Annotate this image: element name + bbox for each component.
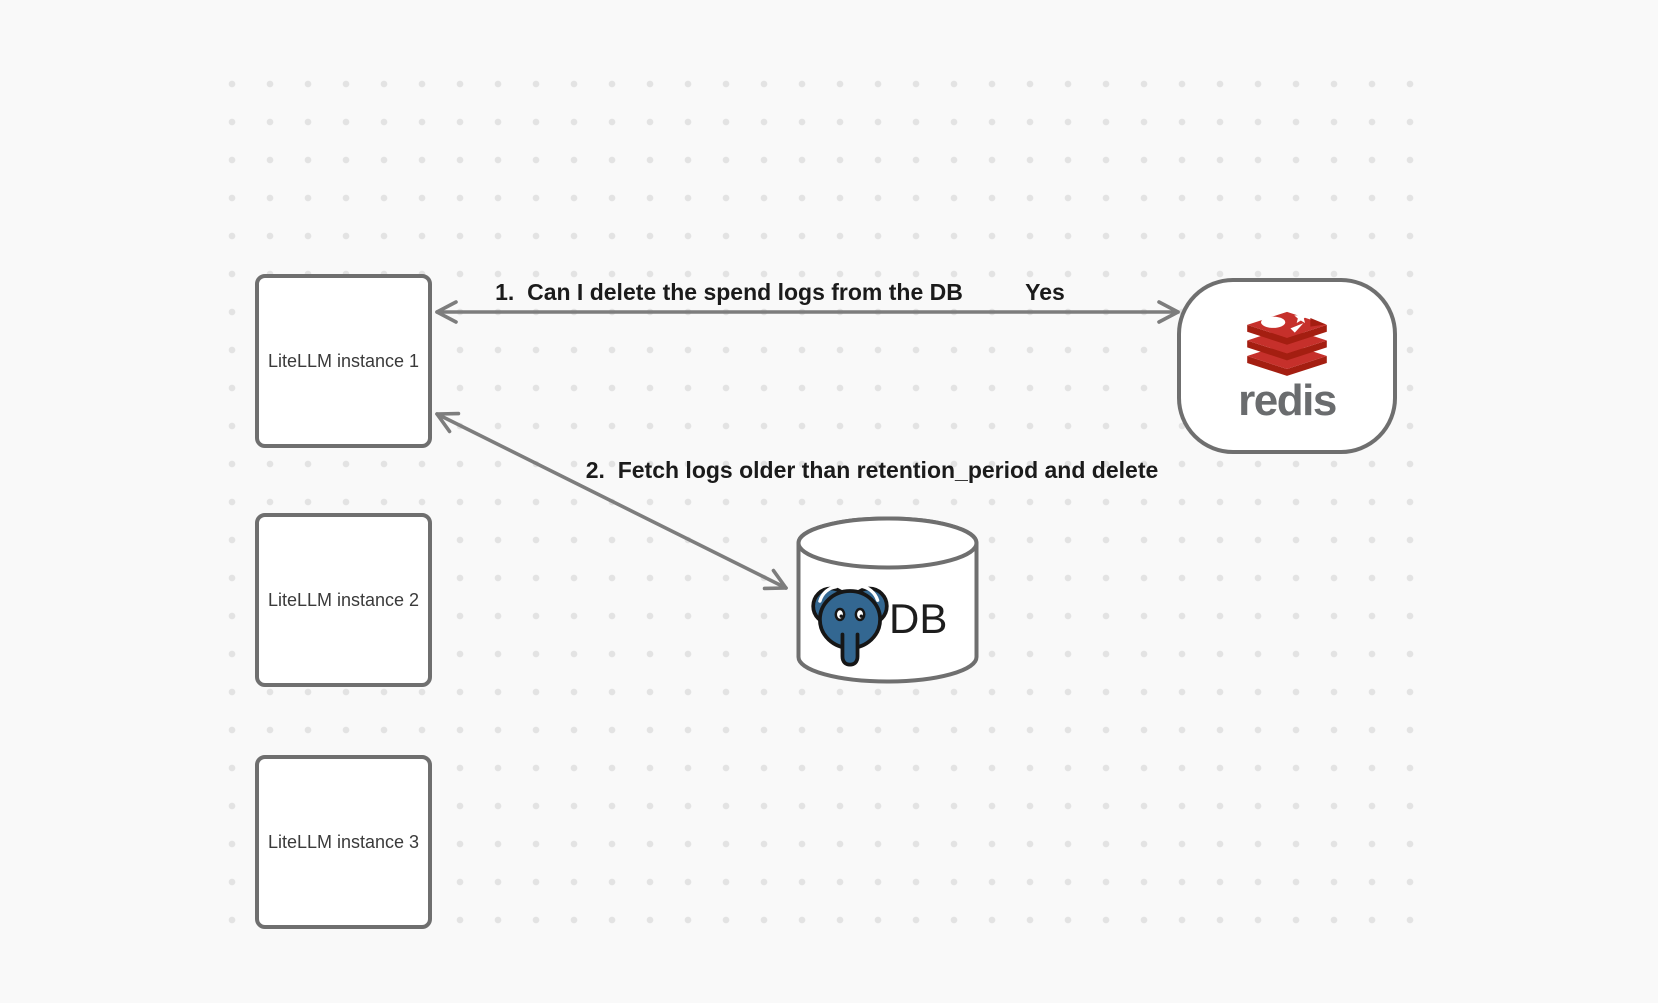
node-litellm-instance-2-label: LiteLLM instance 2 bbox=[267, 589, 420, 610]
db-label: DB bbox=[889, 595, 948, 642]
arrow-1-label: 1. Can I delete the spend logs from the … bbox=[495, 279, 963, 305]
redis-stack-icon bbox=[1247, 310, 1327, 376]
node-litellm-instance-2: LiteLLM instance 2 bbox=[255, 513, 432, 687]
node-litellm-instance-3: LiteLLM instance 3 bbox=[255, 755, 432, 929]
node-db-cylinder: DB bbox=[794, 514, 981, 686]
node-litellm-instance-3-label: LiteLLM instance 3 bbox=[267, 831, 420, 852]
postgresql-elephant-icon bbox=[811, 584, 889, 667]
arrow-2-label: 2. Fetch logs older than retention_perio… bbox=[585, 457, 1159, 483]
node-litellm-instance-1: LiteLLM instance 1 bbox=[255, 274, 432, 448]
node-litellm-instance-1-label: LiteLLM instance 1 bbox=[267, 350, 420, 371]
arrow-1-answer-label: Yes bbox=[1025, 279, 1065, 305]
redis-wordmark: redis bbox=[1238, 375, 1337, 425]
node-redis: redis bbox=[1177, 278, 1397, 454]
